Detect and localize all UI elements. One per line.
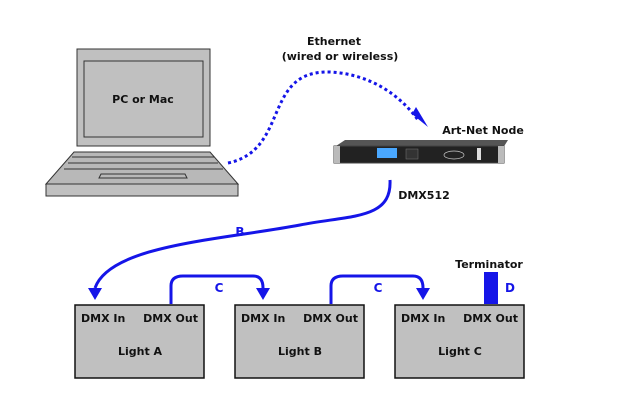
terminator-label: Terminator [455, 258, 523, 271]
light-b-dmx-out: DMX Out [303, 312, 358, 325]
dmx512-label: DMX512 [398, 189, 450, 202]
laptop-icon [44, 48, 240, 197]
light-a-dmx-out: DMX Out [143, 312, 198, 325]
light-a-name: Light A [118, 345, 163, 358]
ethernet-label: Ethernet [307, 35, 361, 48]
light-b: DMX In DMX Out Light B [234, 304, 365, 379]
cable-b-label: B [235, 225, 244, 239]
light-c-dmx-in: DMX In [401, 312, 445, 325]
ethernet-sublabel: (wired or wireless) [282, 50, 399, 63]
computer-label: PC or Mac [112, 93, 174, 106]
cable-c1-arrow-icon [256, 288, 270, 300]
ethernet-arrow-icon [412, 107, 428, 127]
cable-c1 [169, 274, 265, 304]
cable-c1-label: C [215, 281, 224, 295]
cable-b [93, 179, 392, 289]
cable-c2 [329, 274, 425, 304]
light-c-name: Light C [438, 345, 482, 358]
light-b-name: Light B [278, 345, 322, 358]
terminator-d-label: D [505, 281, 515, 295]
light-c-dmx-out: DMX Out [463, 312, 518, 325]
light-a-dmx-in: DMX In [81, 312, 125, 325]
ethernet-cable [227, 70, 420, 165]
cable-b-arrow-icon [88, 288, 102, 300]
cable-c2-arrow-icon [416, 288, 430, 300]
artnet-node-device [333, 140, 508, 164]
cable-c2-label: C [374, 281, 383, 295]
light-a: DMX In DMX Out Light A [74, 304, 205, 379]
terminator-plug [484, 272, 498, 304]
light-b-dmx-in: DMX In [241, 312, 285, 325]
light-c: DMX In DMX Out Light C [394, 304, 525, 379]
node-label: Art-Net Node [442, 124, 524, 137]
